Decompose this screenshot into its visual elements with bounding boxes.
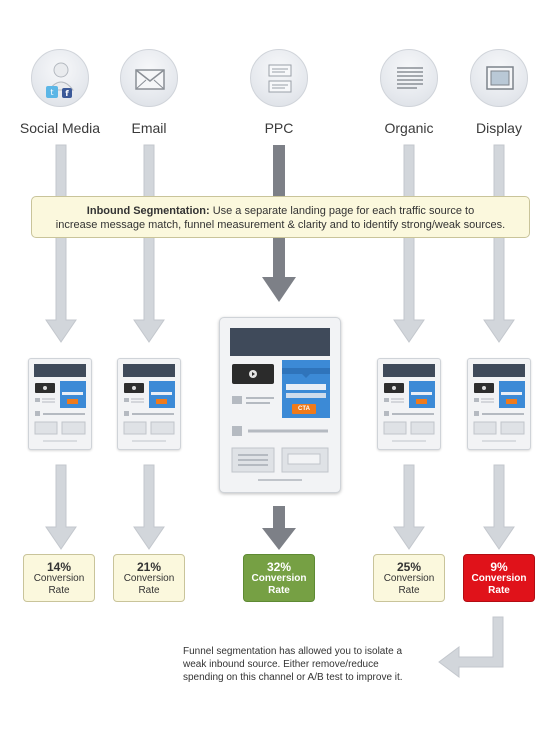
landing-page-ppc: CTA [219,317,341,493]
conversion-label: Conversion [471,573,527,584]
landing-page-social-media [28,358,92,450]
conversion-label: Conversion [33,573,85,584]
note-line2: weak inbound source. Either remove/reduc… [183,659,379,670]
note-line3: spending on this channel or A/B test to … [183,672,403,683]
segmentation-note: Funnel segmentation has allowed you to i… [183,645,445,684]
conversion-value: 9% [490,560,508,574]
arrow-display-to-result [483,464,515,550]
arrow-email-to-result [133,464,165,550]
conversion-value: 25% [396,560,422,574]
arrow-display-to-page [483,144,515,343]
svg-text:t: t [50,88,53,97]
conversion-label-rate: Rate [138,585,160,596]
conversion-box-organic: 25% Conversion Rate [373,554,445,602]
source-label-ppc: PPC [264,120,294,136]
arrow-ppc-to-result [262,506,296,550]
cta-button: CTA [298,406,310,412]
arrow-organic-to-page [393,144,425,343]
display-banner-icon [470,49,528,107]
conversion-label: Conversion [383,573,435,584]
envelope-icon [120,49,178,107]
conversion-value: 21% [136,560,162,574]
svg-text:f: f [65,89,69,98]
landing-page-display [467,358,531,450]
landing-page-email [117,358,181,450]
note-line1: Funnel segmentation has allowed you to i… [183,646,403,657]
arrow-social-to-page [45,144,77,343]
conversion-label-rate: Rate [398,585,420,596]
conversion-label-rate: Rate [268,585,290,596]
conversion-label-rate: Rate [488,585,510,596]
callout-text-line2: increase message match, funnel measureme… [55,219,506,231]
conversion-label-rate: Rate [48,585,70,596]
conversion-box-email: 21% Conversion Rate [113,554,185,602]
conversion-value: 14% [46,560,72,574]
social-media-icon: t f [31,49,89,107]
conversion-label: Conversion [123,573,175,584]
conversion-label: Conversion [251,573,307,584]
callout-title: Inbound Segmentation: [86,205,210,217]
arrow-organic-to-result [393,464,425,550]
conversion-box-social-media: 14% Conversion Rate [23,554,95,602]
callout-text-line1: Use a separate landing page for each tra… [212,205,475,217]
conversion-box-display: 9% Conversion Rate [463,554,535,602]
source-label-display: Display [476,120,522,136]
inbound-segmentation-callout: Inbound Segmentation: Use a separate lan… [31,196,530,238]
arrow-social-to-result [45,464,77,550]
conversion-box-ppc: 32% Conversion Rate [243,554,315,602]
ppc-ad-icon [250,49,308,107]
conversion-value: 32% [266,560,292,574]
source-label-email: Email [131,120,167,136]
source-label-organic: Organic [384,120,434,136]
organic-text-icon [380,49,438,107]
landing-page-organic [377,358,441,450]
source-label-social-media: Social Media [19,120,101,136]
arrow-worst-to-note [438,616,504,678]
arrow-email-to-page [133,144,165,343]
